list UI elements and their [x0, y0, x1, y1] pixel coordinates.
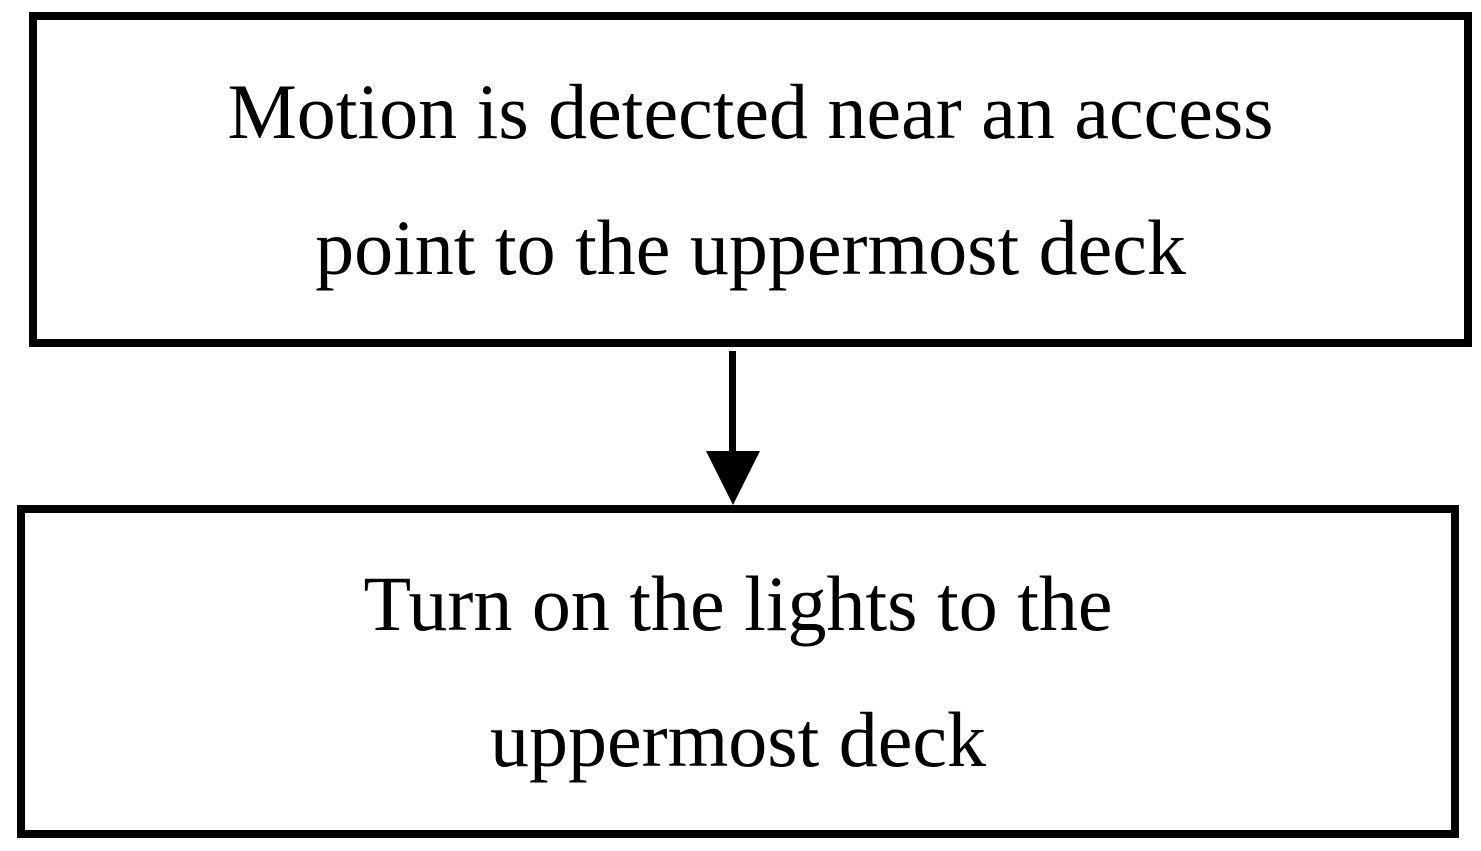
node-text-line-2: point to the uppermost deck: [315, 203, 1186, 291]
flow-connector-arrow: [706, 347, 760, 505]
node-text-line-2: uppermost deck: [489, 695, 987, 783]
node-text-line-1: Motion is detected near an access: [227, 67, 1274, 155]
flow-node-turn-on-lights: Turn on the lights to the uppermost deck: [17, 505, 1459, 838]
node-text-line-1: Turn on the lights to the: [363, 559, 1113, 647]
flow-node-motion-detected: Motion is detected near an access point …: [29, 12, 1472, 347]
arrow-down-icon: [706, 451, 760, 505]
arrow-stem: [729, 351, 736, 453]
